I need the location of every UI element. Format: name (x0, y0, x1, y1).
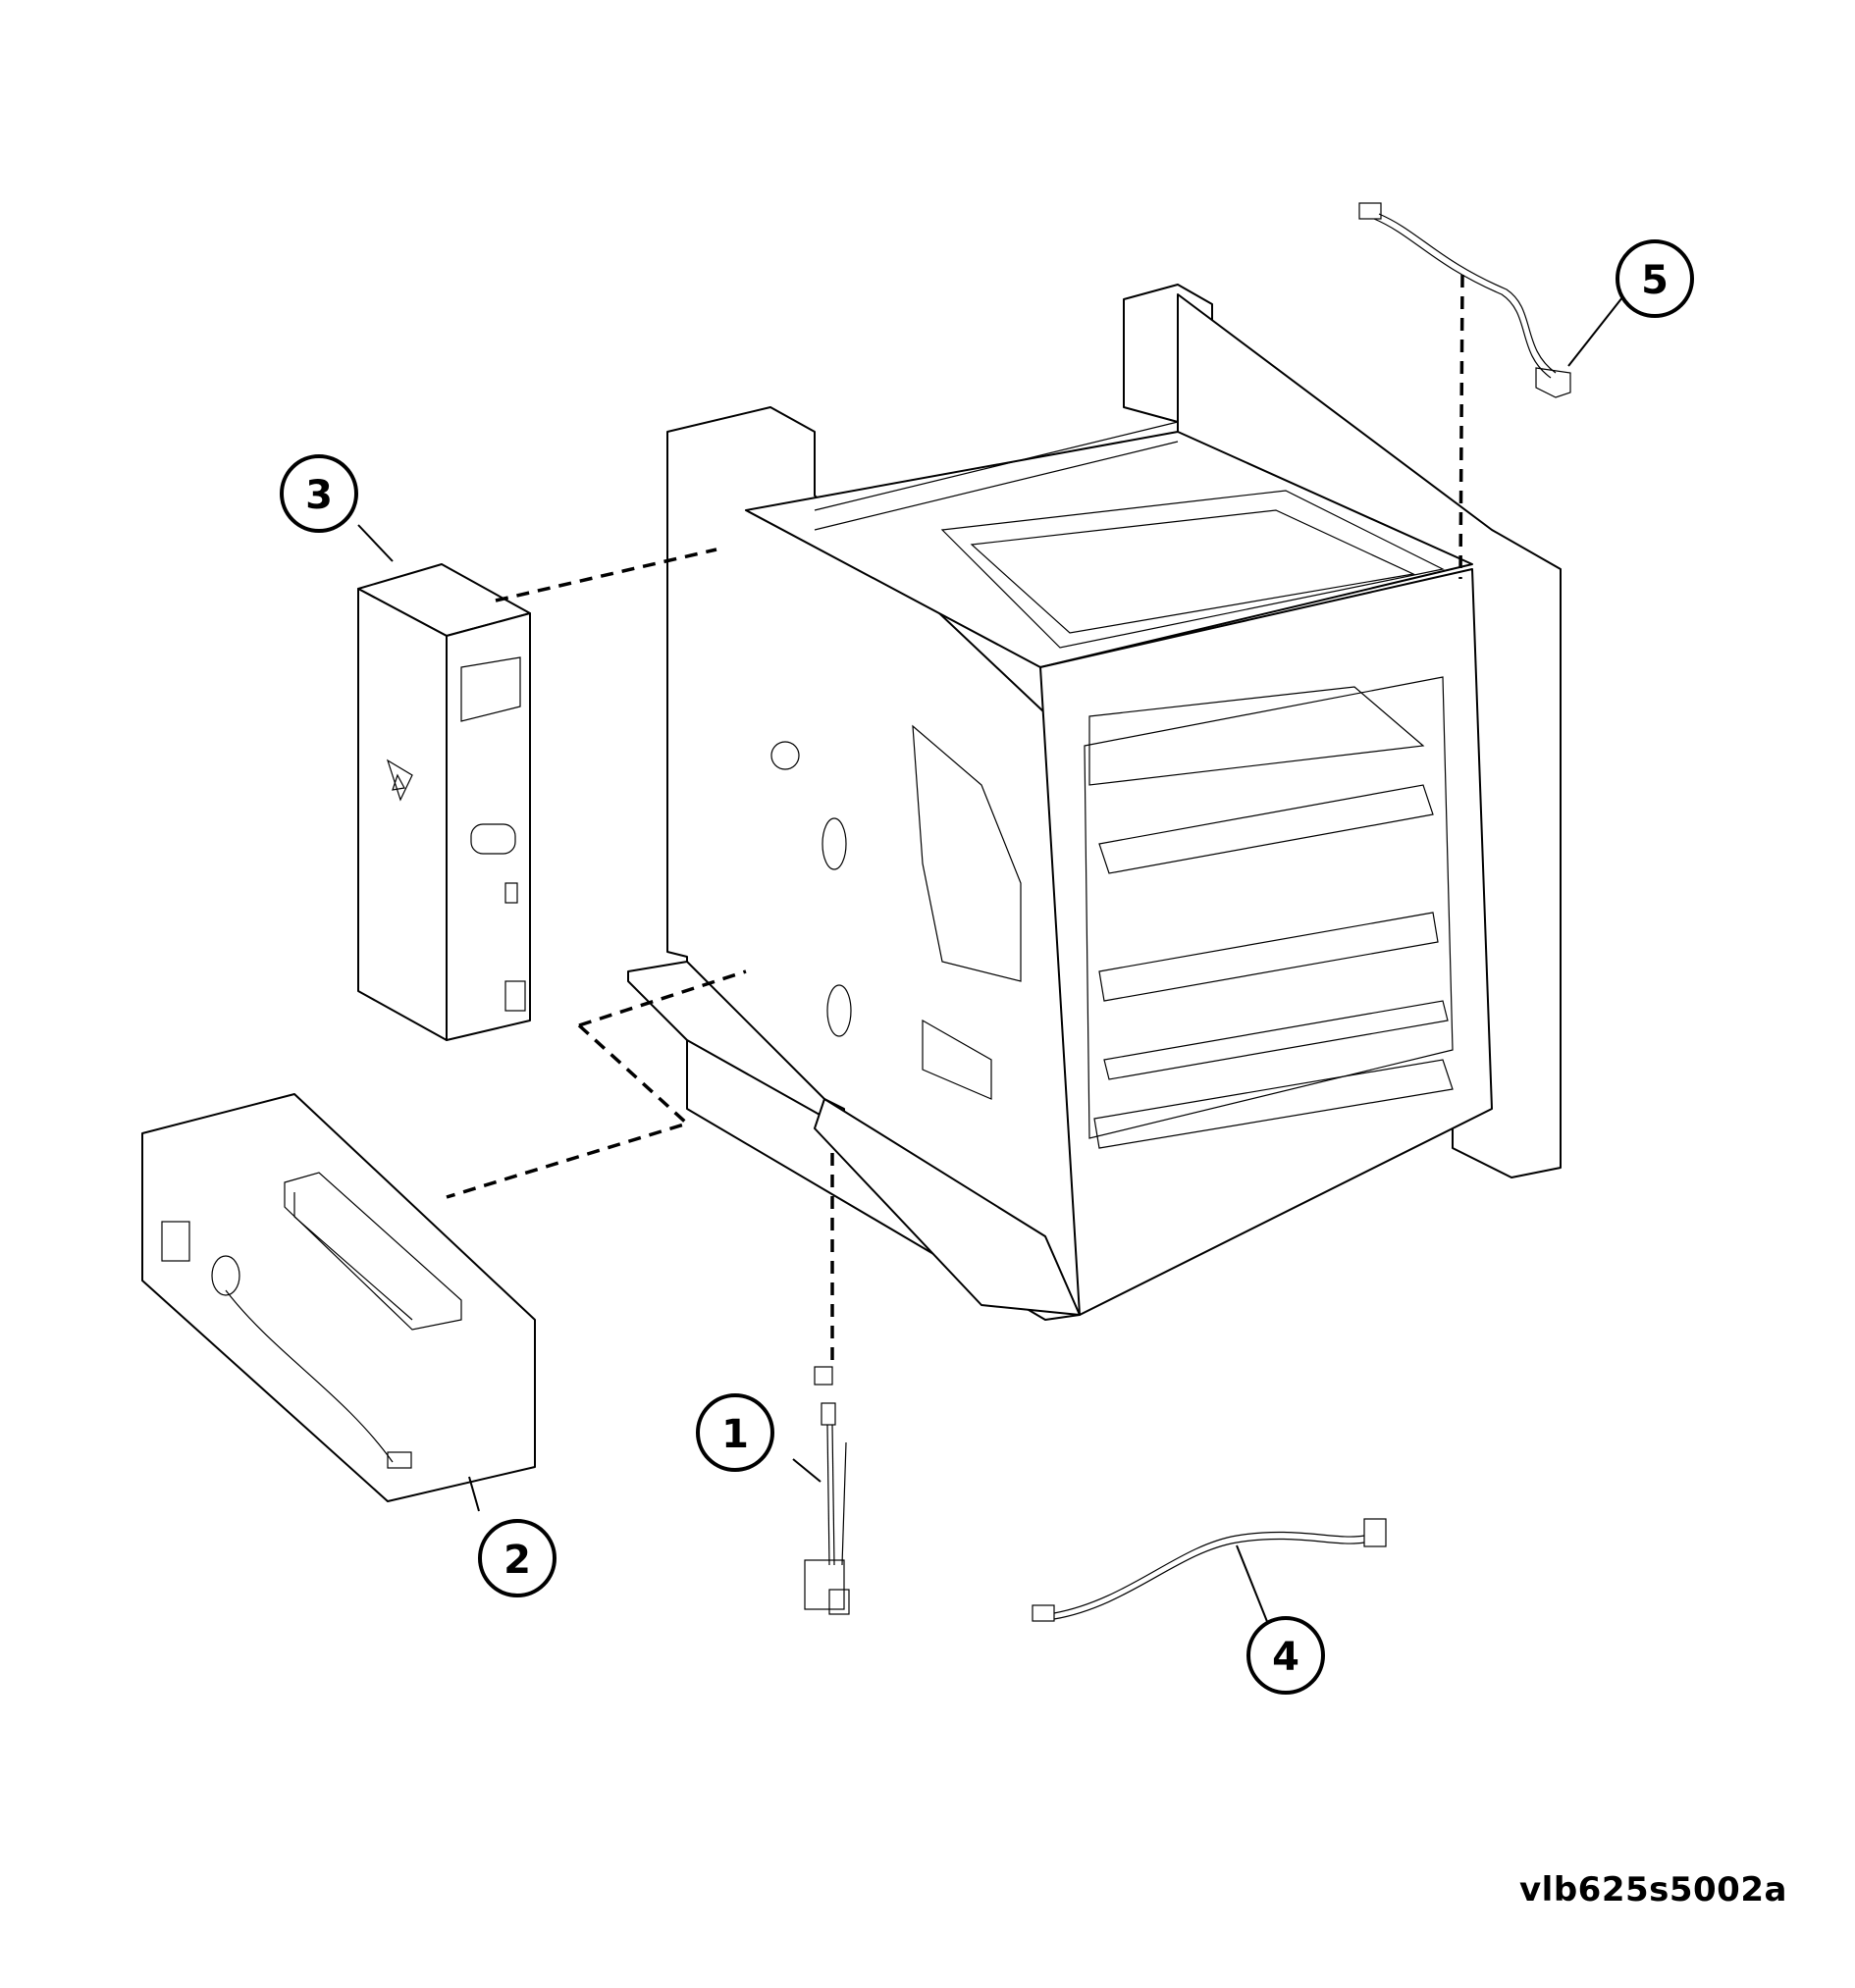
callout-5: 5 (1616, 239, 1694, 318)
svg-text:5: 5 (1641, 258, 1669, 303)
callout-leaders (357, 291, 1627, 1625)
callout-2: 2 (478, 1519, 556, 1597)
lvps-cover-part-3 (357, 563, 531, 1041)
kit-part-2 (141, 1093, 536, 1502)
printer-frame (627, 284, 1562, 1321)
cable-part-4 (1032, 1518, 1387, 1622)
callout-3: 3 (280, 454, 358, 533)
assembly-leader-lines (446, 274, 1464, 1364)
callout-bubbles: 3 2 1 4 5 (280, 239, 1694, 1695)
callout-1: 1 (696, 1393, 774, 1472)
callout-4: 4 (1246, 1616, 1325, 1695)
svg-text:2: 2 (504, 1538, 531, 1583)
svg-text:4: 4 (1272, 1635, 1299, 1680)
drawing-id-label: vlb625s5002a (1519, 1870, 1787, 1910)
cable-part-5 (1358, 202, 1571, 398)
svg-text:3: 3 (305, 473, 333, 518)
harness-part-1 (804, 1366, 850, 1615)
svg-text:1: 1 (721, 1412, 749, 1457)
